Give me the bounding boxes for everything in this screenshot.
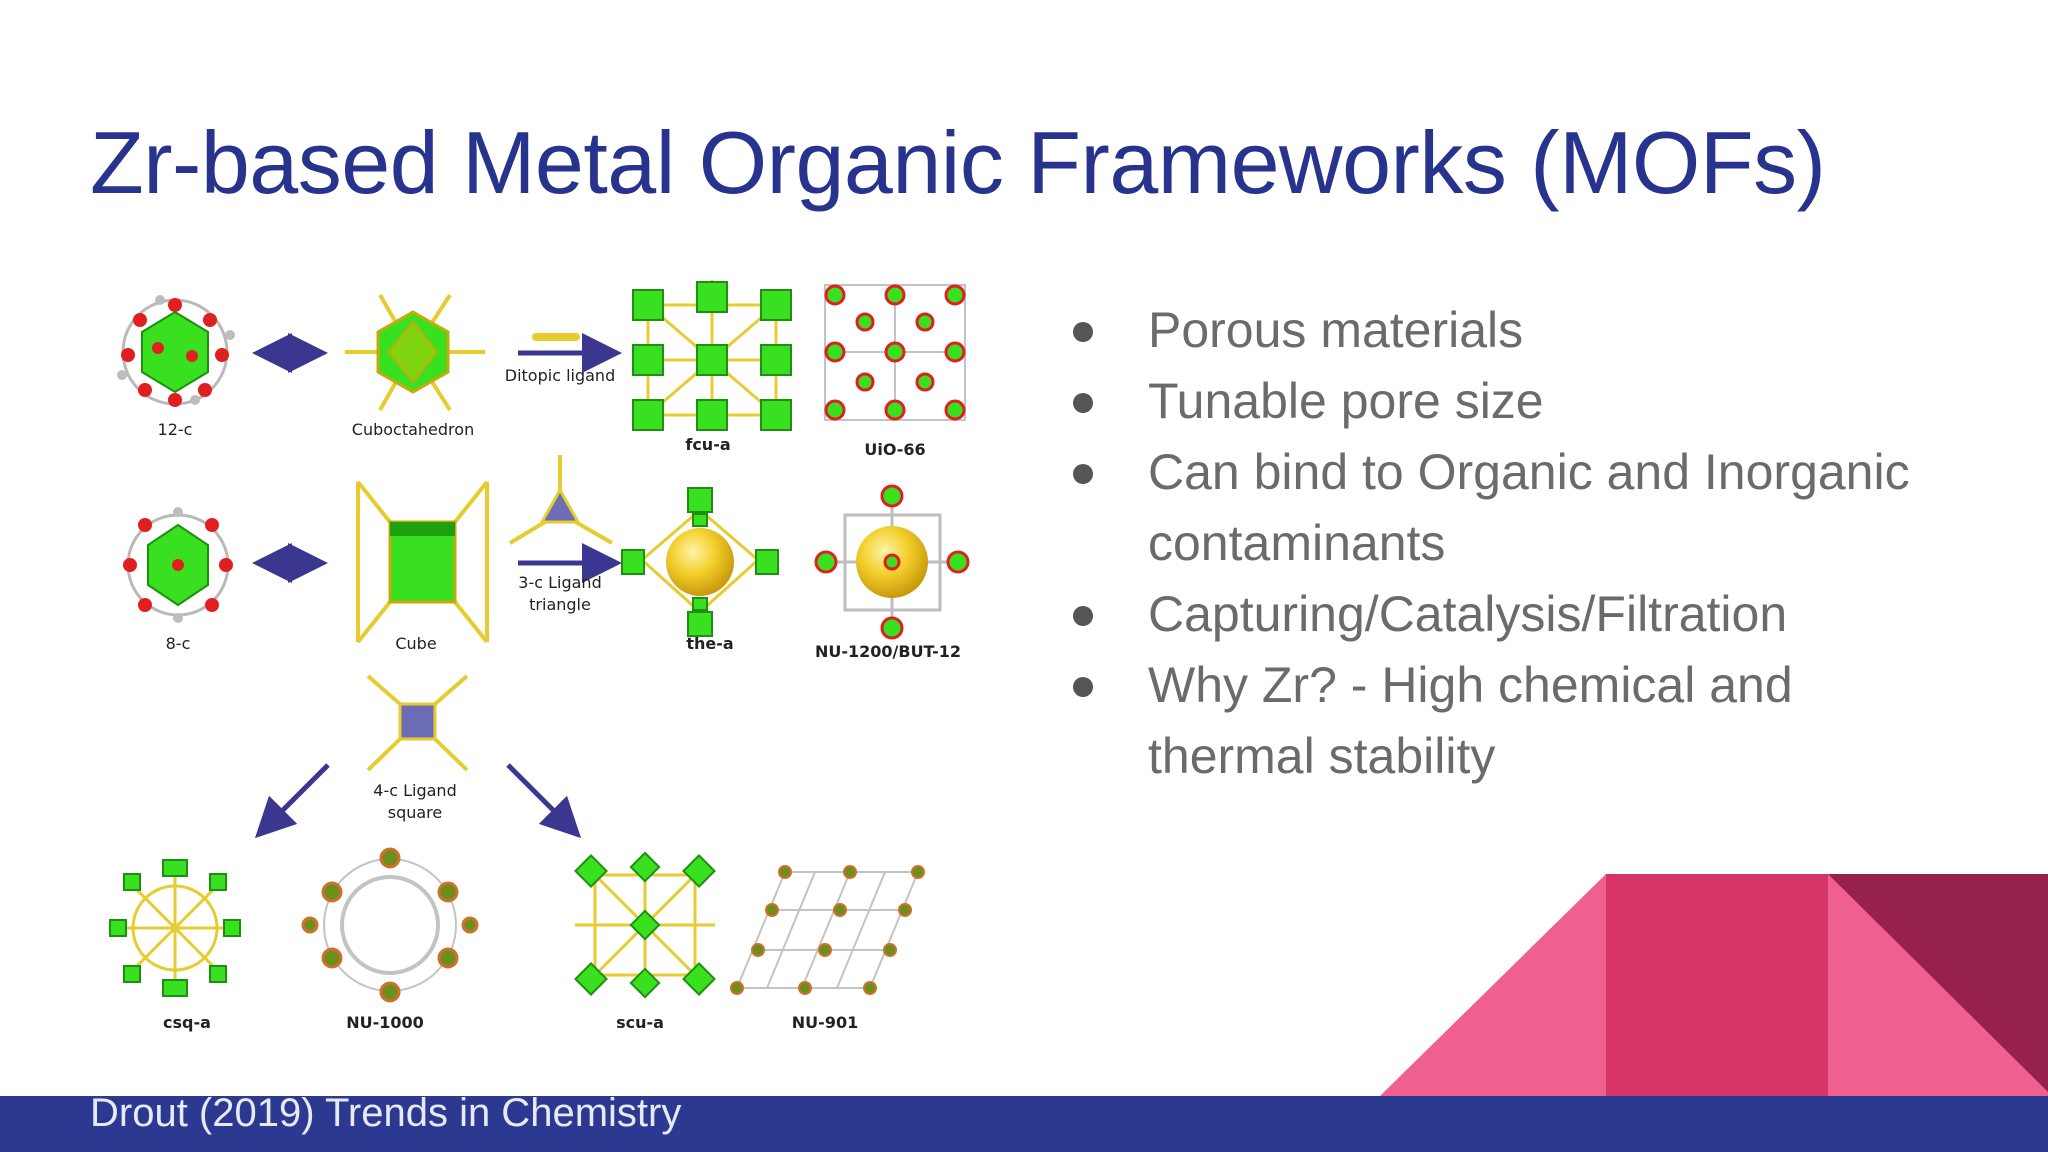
scu-a-structure [574, 851, 716, 999]
label-3c-ligand-triangle: 3-c Ligand triangle [518, 572, 601, 616]
decorative-shapes [1380, 874, 2048, 1096]
label-8c: 8-c [165, 634, 191, 653]
label-12c: 12-c [157, 420, 193, 439]
bullet-icon [1073, 464, 1093, 484]
label-uio-66: UiO-66 [864, 440, 926, 459]
label-nu-1000: NU-1000 [346, 1013, 424, 1032]
label-nu-1200-but-12: NU-1200/BUT-12 [814, 642, 962, 661]
bullet-item: Tunable pore size [1070, 366, 1970, 437]
ditopic-ligand-shape [532, 333, 580, 341]
nu-1000-structure [301, 847, 479, 1003]
bullet-icon [1073, 393, 1093, 413]
label-ditopic-ligand: Ditopic ligand [504, 366, 616, 385]
label-square: square [387, 803, 443, 822]
bullet-icon [1073, 606, 1093, 626]
label-4c-ligand: 4-c Ligand [373, 781, 457, 800]
label-nu-901: NU-901 [791, 1013, 859, 1032]
label-4c-ligand-square: 4-c Ligand square [373, 780, 456, 824]
label-the-a: the-a [686, 634, 734, 653]
bullet-item: Why Zr? - High chemical and thermal stab… [1070, 650, 1970, 792]
bullet-item: Capturing/Catalysis/Filtration [1070, 579, 1970, 650]
mof-topology-diagram [109, 280, 970, 1003]
label-scu-a: scu-a [616, 1013, 664, 1032]
bullet-icon [1073, 677, 1093, 697]
uio-66-structure [824, 284, 966, 421]
bullet-item: Porous materials [1070, 295, 1970, 366]
label-triangle: triangle [529, 595, 591, 614]
arrow-icon [254, 763, 330, 839]
slide-title: Zr-based Metal Organic Frameworks (MOFs) [90, 113, 1826, 212]
footer-citation: Drout (2019) Trends in Chemistry [90, 1091, 682, 1135]
cube-node [356, 480, 489, 644]
bullet-item: Can bind to Organic and Inorganic contam… [1070, 437, 1970, 579]
nu-901-structure [730, 865, 925, 995]
square-ligand-shape [366, 674, 469, 772]
mof-topology-figure: 12-c Cuboctahedron Ditopic ligand fcu-a … [100, 260, 1000, 1085]
label-cuboctahedron: Cuboctahedron [351, 420, 475, 439]
cluster-12c [117, 295, 235, 407]
bullet-list: Porous materials Tunable pore size Can b… [1070, 295, 1970, 792]
bullet-icon [1073, 322, 1093, 342]
the-a-structure [621, 487, 779, 637]
label-cube: Cube [395, 634, 437, 653]
label-fcu-a: fcu-a [685, 435, 731, 454]
cluster-8c [123, 507, 233, 623]
arrow-icon [506, 763, 582, 839]
triangle-ligand-shape [508, 455, 613, 545]
label-csq-a: csq-a [163, 1013, 211, 1032]
cuboctahedron-node [345, 293, 485, 412]
nu-1200-structure [814, 484, 970, 640]
footer-bar [0, 1096, 2048, 1152]
csq-a-structure [109, 859, 241, 997]
fcu-a-lattice [632, 280, 792, 431]
label-3c-ligand: 3-c Ligand [518, 573, 602, 592]
